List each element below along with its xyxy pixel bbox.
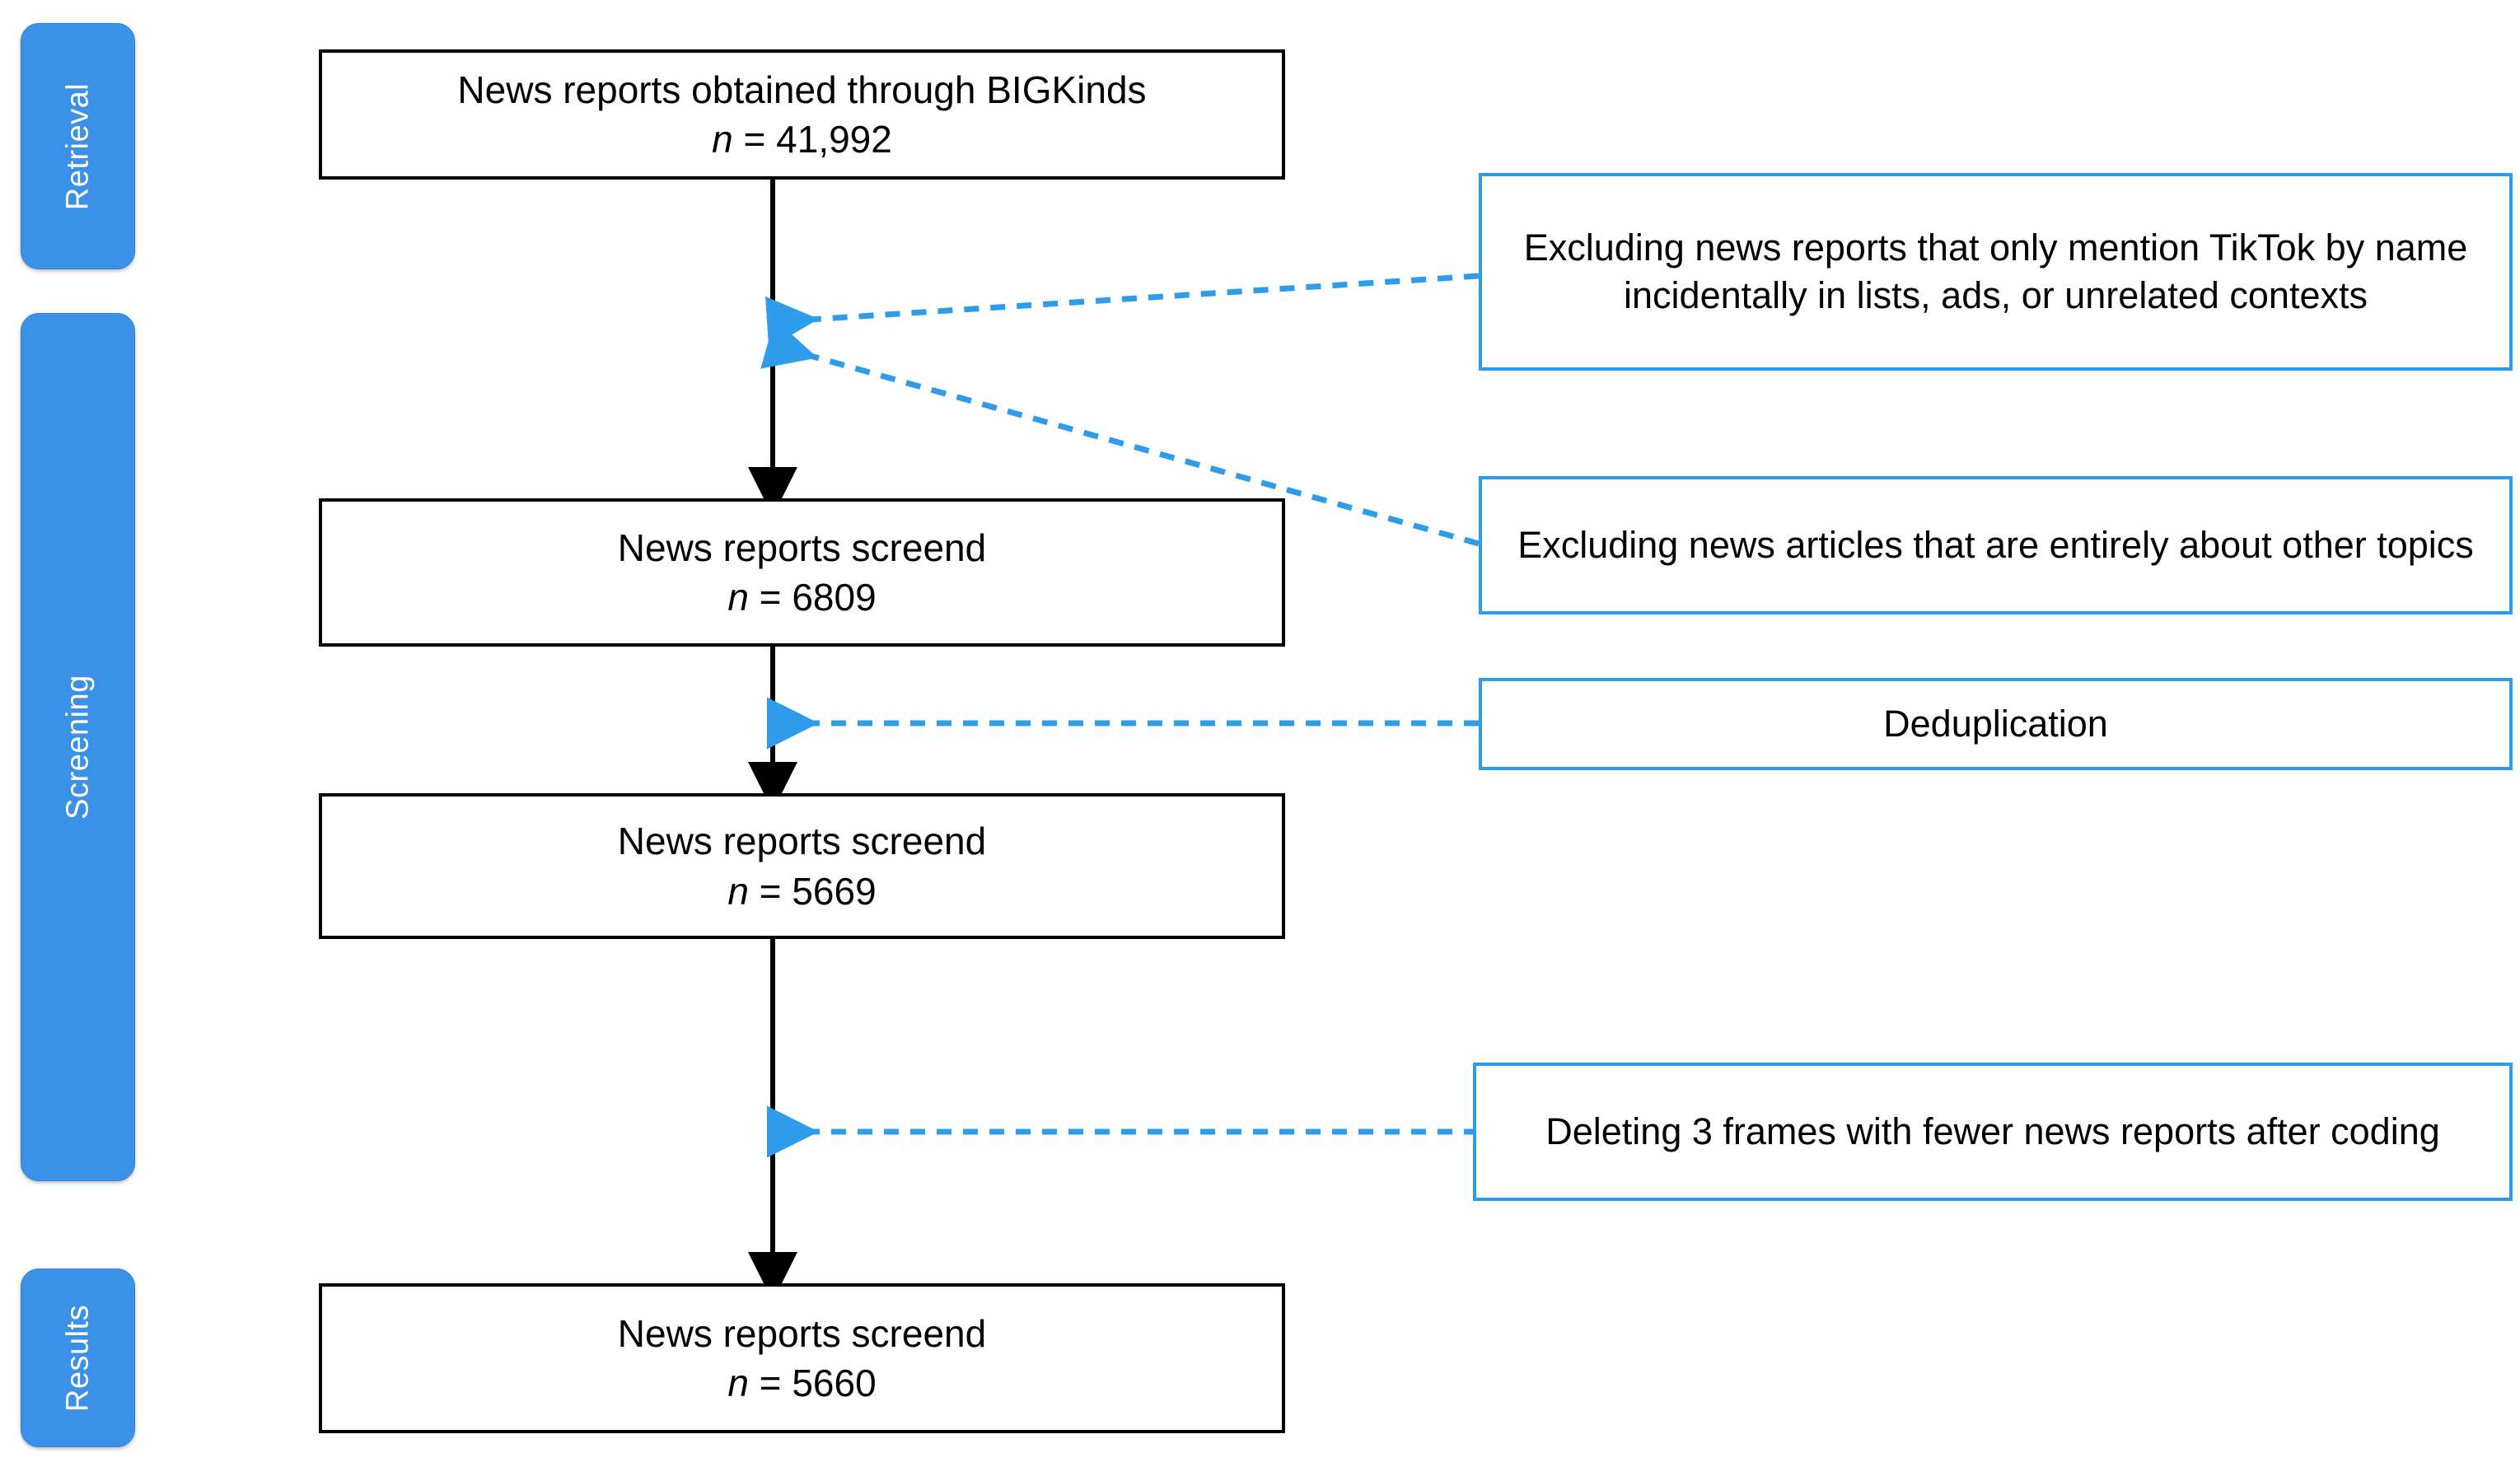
n-symbol: n: [727, 576, 749, 619]
flow-box-count: n = 6809: [727, 575, 876, 619]
flow-box-identified: News reports obtained through BIGKinds n…: [319, 49, 1285, 180]
n-symbol: n: [727, 869, 749, 913]
flow-box-screened-2: News reports screend n = 5669: [319, 793, 1285, 939]
flow-box-title: News reports screend: [617, 820, 987, 863]
exclusion-text: Deleting 3 frames with fewer news report…: [1545, 1110, 2440, 1152]
flow-box-count: n = 41,992: [712, 117, 892, 161]
count-value: 5660: [792, 1362, 877, 1404]
n-symbol: n: [727, 1362, 749, 1404]
equals-sign: =: [748, 869, 792, 913]
exclusion-box-delete-frames: Deleting 3 frames with fewer news report…: [1473, 1063, 2513, 1201]
equals-sign: =: [748, 1362, 792, 1404]
stage-label-retrieval: Retrieval: [60, 82, 95, 210]
flow-box-screened-3: News reports screend n = 5660: [319, 1283, 1285, 1433]
count-value: 41,992: [776, 118, 892, 161]
flow-box-title: News reports obtained through BIGKinds: [457, 68, 1147, 111]
n-symbol: n: [712, 118, 733, 161]
exclusion-arrow-incidental: [764, 273, 1480, 348]
stage-label-results: Results: [60, 1304, 95, 1412]
stage-bar-retrieval: Retrieval: [21, 23, 135, 269]
exclusion-text: Deduplication: [1883, 702, 2108, 745]
exclusion-text: Excluding news reports that only mention…: [1523, 226, 2468, 317]
flow-box-title: News reports screend: [617, 1311, 987, 1355]
exclusion-box-deduplication: Deduplication: [1479, 678, 2513, 770]
count-value: 5669: [792, 869, 877, 913]
exclusion-box-other-topics: Excluding news articles that are entirel…: [1479, 476, 2513, 614]
exclusion-text: Excluding news articles that are entirel…: [1517, 523, 2474, 566]
flow-box-title: News reports screend: [617, 526, 987, 569]
stage-label-screening: Screening: [60, 675, 95, 820]
exclusion-box-incidental: Excluding news reports that only mention…: [1479, 173, 2513, 371]
flow-box-count: n = 5669: [727, 869, 876, 913]
count-value: 6809: [792, 576, 877, 619]
flow-box-screened-1: News reports screend n = 6809: [319, 498, 1285, 647]
stage-bar-results: Results: [21, 1268, 135, 1447]
equals-sign: =: [748, 576, 792, 619]
flow-box-count: n = 5660: [727, 1361, 876, 1405]
equals-sign: =: [732, 118, 777, 161]
stage-bar-screening: Screening: [21, 313, 135, 1181]
